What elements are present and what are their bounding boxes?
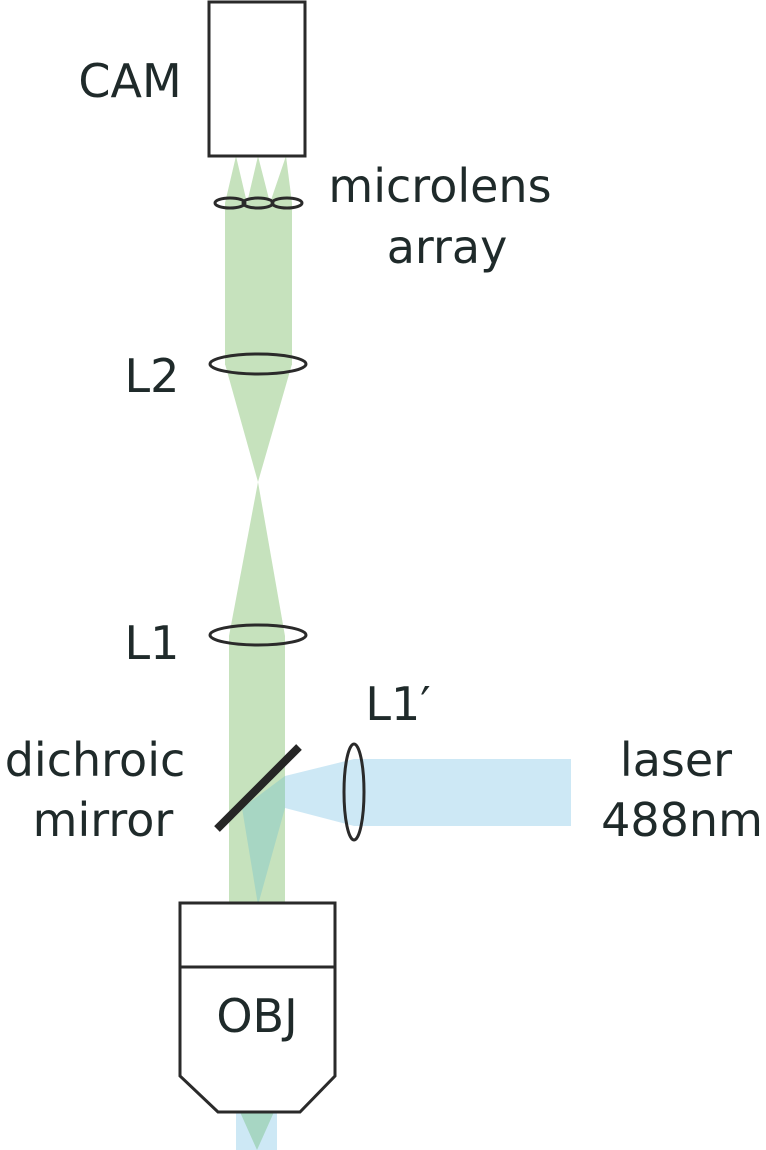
lens-l2 <box>208 352 308 376</box>
laser-beam-to-mirror <box>285 759 354 826</box>
microlens-beamlet-2 <box>247 156 270 203</box>
emission-beam-focus-to-l2 <box>225 364 292 482</box>
dichroic-label-line2: mirror <box>33 793 174 847</box>
objective-body <box>178 965 337 1114</box>
focused-spot-below-objective <box>240 1112 274 1150</box>
laser-label-line1: laser <box>620 733 732 787</box>
emission-beam-upper <box>225 203 292 365</box>
dichroic-mirror <box>214 744 302 832</box>
lens-l2-label: L2 <box>125 349 180 403</box>
microlens-3 <box>270 196 304 210</box>
camera-box <box>207 0 307 158</box>
laser-label-line2: 488nm <box>601 793 763 847</box>
emission-beam <box>225 156 292 906</box>
laser-beam-collimated <box>354 759 571 826</box>
lens-l1-prime <box>342 742 366 842</box>
microlens-label-line2: array <box>387 220 508 274</box>
lens-l1-label: L1 <box>125 616 180 670</box>
lens-l1-prime-label: L1′ <box>365 677 430 731</box>
objective <box>178 901 337 1114</box>
dichroic-label-line1: dichroic <box>5 733 186 787</box>
beam-overlap-after-mirror <box>242 776 285 905</box>
microlens-array <box>213 196 304 210</box>
objective-top <box>178 901 337 969</box>
camera-label: CAM <box>78 54 181 108</box>
microlens-beamlet-3 <box>270 156 292 203</box>
microlens-label-line1: microlens <box>328 159 551 213</box>
microlens-1 <box>213 196 247 210</box>
excitation-beam <box>236 759 571 1150</box>
emission-beam-l1-to-focus <box>229 482 285 636</box>
lens-l1 <box>208 623 308 647</box>
objective-label: OBJ <box>216 989 297 1043</box>
microlens-beamlet-1 <box>225 156 247 203</box>
